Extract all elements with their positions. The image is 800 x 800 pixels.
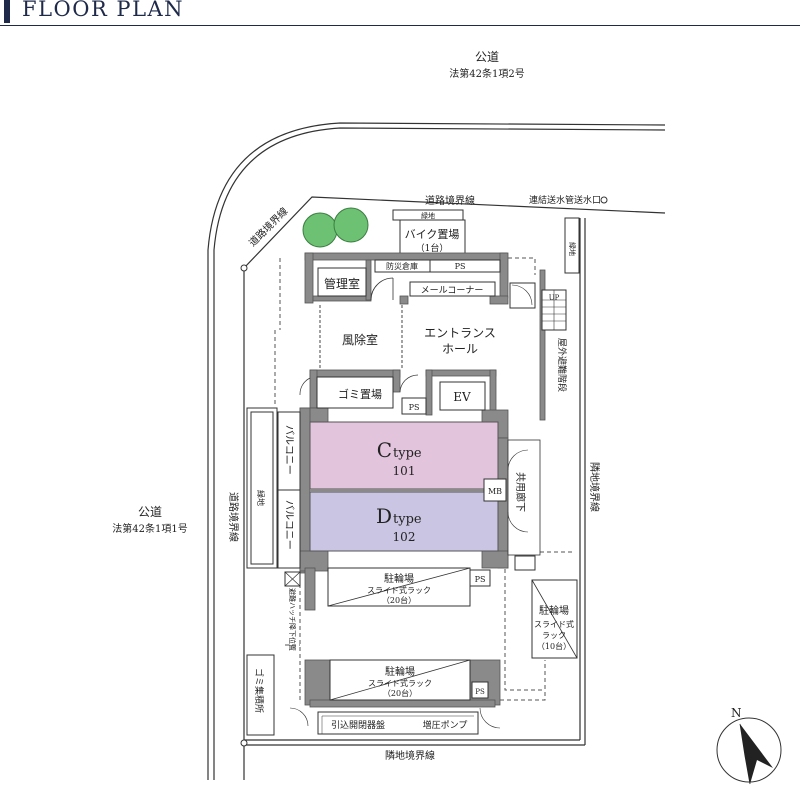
door-swing	[370, 277, 394, 301]
balcony-102	[277, 489, 301, 569]
left-road-law: 法第42条1項1号	[112, 522, 187, 535]
top-road-law: 法第42条1項2号	[449, 67, 524, 80]
bicycle-parking-lower-label: 駐輪場	[385, 665, 415, 678]
unit-102[interactable]	[309, 491, 499, 552]
common-corridor	[507, 439, 541, 556]
bike-parking-count: （1台）	[416, 242, 449, 254]
unit-partition-wall	[310, 489, 498, 492]
stairs-up-label: UP	[549, 294, 560, 302]
garbage-collection	[246, 654, 275, 736]
green-strip-right-label: 緑地	[568, 242, 577, 256]
ps-lower-right	[469, 569, 491, 587]
unit-101-number: 101	[393, 464, 416, 478]
bicycle-parking-upper-count: （20台）	[382, 595, 416, 605]
north-arrow-icon	[740, 724, 773, 784]
bicycle-parking-right-label: 駐輪場	[539, 604, 569, 617]
green-strip-top-label: 緑地	[421, 211, 435, 220]
green-strip-left-label: 緑地	[256, 490, 266, 506]
windbreak-room-label: 風除室	[342, 332, 378, 347]
balcony-101-label: バルコニー	[283, 425, 295, 475]
header-underline	[0, 25, 800, 26]
garbage-room-label: ゴミ置場	[338, 387, 382, 401]
equipment-row	[317, 711, 479, 735]
entrance-label-line2: ホール	[442, 342, 478, 356]
dashed-outline	[274, 257, 575, 701]
ps-top-label: PS	[455, 262, 466, 271]
ps-lower-right-label: PS	[475, 575, 486, 584]
ps-bottom-label: PS	[475, 688, 485, 696]
unit-101[interactable]	[309, 421, 499, 490]
management-room-label: 管理室	[324, 276, 360, 291]
water-inlet-label: 連結送水管送水口	[529, 194, 601, 206]
unit-101-type-word: type	[393, 446, 422, 461]
north-compass: N	[716, 706, 782, 785]
page-header: FLOOR PLAN	[0, 0, 800, 26]
stair-landing	[509, 282, 536, 309]
elevator	[439, 381, 486, 411]
neighbor-boundary-right-label: 隣地境界線	[588, 462, 601, 512]
disaster-storage-label: 防災倉庫	[386, 261, 418, 271]
boundary-marker	[240, 739, 248, 747]
mail-corner	[409, 281, 496, 297]
meter-box-label: MB	[488, 487, 502, 496]
bicycle-parking-upper-rack: スライド式ラック	[367, 585, 431, 595]
meter-box	[483, 478, 507, 502]
bicycle-parking-right-rack-b: ラック	[542, 631, 566, 640]
ps-bottom	[471, 681, 489, 699]
road-outline	[207, 122, 666, 780]
storage-row	[374, 259, 501, 273]
unit-102-type-letter: D	[376, 504, 392, 528]
water-inlet-marker	[600, 196, 608, 204]
ps-shaft	[401, 397, 427, 415]
bicycle-parking-right-count: （10台）	[537, 641, 571, 651]
boundary-marker	[240, 264, 248, 272]
bicycle-parking-right-rack-a: スライド式	[534, 619, 574, 629]
garbage-collection-label: ゴミ集積所	[253, 668, 265, 713]
booster-pump-label: 増圧ポンプ	[423, 719, 468, 731]
mail-corner-label: メールコーナー	[421, 285, 484, 296]
lead-in-panel-label: 引込開閉器盤	[331, 719, 385, 731]
green-strip-right	[564, 217, 580, 274]
header-accent-bar	[4, 0, 10, 23]
unit-102-type-word: type	[393, 512, 422, 527]
north-label: N	[731, 706, 742, 720]
tree-icon	[302, 207, 369, 248]
balcony-102-label: バルコニー	[283, 500, 295, 550]
neighbor-boundary-bottom-label: 隣地境界線	[385, 749, 435, 762]
road-boundary-left-label: 道路境界線	[227, 492, 240, 542]
common-corridor-label: 共用廊下	[514, 472, 527, 512]
top-road-name: 公道	[475, 50, 499, 64]
ps-mid-label: PS	[409, 403, 420, 412]
bicycle-parking-lower-rack: スライド式ラック	[368, 678, 432, 688]
outdoor-stairs-label: 屋外避難階段	[556, 338, 568, 392]
site-boundary	[243, 196, 666, 780]
management-room	[317, 267, 367, 297]
bicycle-parking-lower-count: （20台）	[383, 688, 417, 698]
bicycle-parking-upper-label: 駐輪場	[384, 572, 414, 585]
elevator-label: EV	[453, 390, 471, 404]
bike-parking-label: バイク置場	[405, 228, 460, 241]
unit-101-type-letter: C	[377, 438, 392, 462]
entrance-label-line1: エントランス	[424, 326, 496, 340]
road-boundary-top-label: 道路境界線	[425, 194, 475, 207]
unit-102-number: 102	[393, 530, 416, 544]
garbage-room	[316, 376, 394, 409]
page-title: FLOOR PLAN	[22, 0, 185, 21]
bike-parking	[399, 219, 466, 256]
left-road-name: 公道	[138, 505, 162, 519]
green-strip-left	[246, 407, 278, 569]
evac-hatch-label: 避難ハッチ降下位置	[288, 588, 297, 651]
